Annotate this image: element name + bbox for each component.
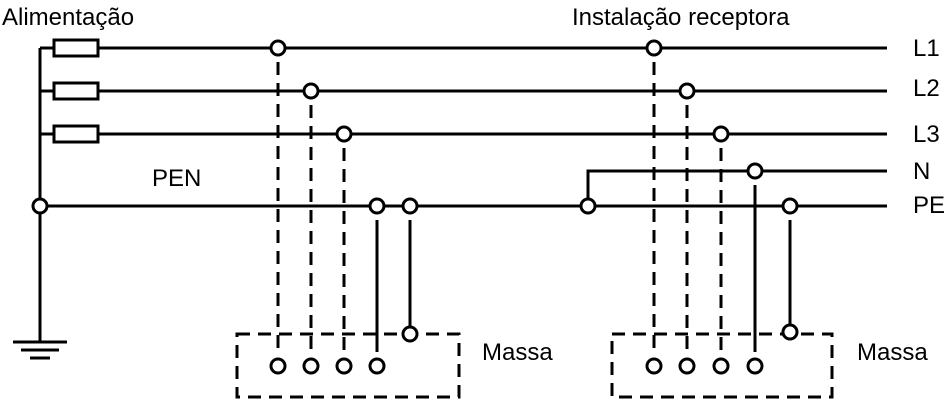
right-terminal-l2 [678, 357, 696, 375]
right-node-l3 [712, 125, 730, 143]
receiver-label: Instalação receptora [572, 4, 790, 31]
right-node-l1 [645, 39, 663, 57]
supply-label: Alimentação [2, 4, 134, 31]
right-node-n [746, 162, 764, 180]
pen-label: PEN [152, 165, 201, 192]
split-node-pen [579, 197, 597, 215]
pen-source-node [31, 197, 49, 215]
right-terminal-l3 [712, 357, 730, 375]
right-terminal-n [746, 357, 764, 375]
pe-label: PE [913, 192, 945, 219]
mass-left-enclosure [235, 332, 461, 399]
left-terminal-pen [368, 357, 386, 375]
fuse-l2 [40, 81, 100, 101]
left-node-pen-a [368, 197, 386, 215]
earth-symbol [13, 340, 67, 360]
right-node-l2 [678, 82, 696, 100]
l3-label: L3 [913, 121, 940, 148]
fuse-l1 [40, 38, 100, 58]
l1-label: L1 [913, 35, 940, 62]
fuse-l3 [40, 124, 100, 144]
right-node-pe [781, 197, 799, 215]
mass-right-label: Massa [857, 339, 928, 366]
left-terminal-l3 [335, 357, 353, 375]
left-node-pen-b [401, 197, 419, 215]
left-node-l1 [269, 39, 287, 57]
right-mass-connection [781, 323, 799, 341]
l2-label: L2 [913, 75, 940, 102]
n-wire [586, 169, 887, 206]
right-terminal-l1 [645, 357, 663, 375]
mass-left-label: Massa [482, 339, 553, 366]
left-terminal-l2 [302, 357, 320, 375]
left-terminal-l1 [269, 357, 287, 375]
left-mass-connection [401, 325, 419, 343]
n-label: N [913, 158, 930, 185]
mass-right-enclosure [610, 332, 834, 399]
left-node-l3 [335, 125, 353, 143]
left-node-l2 [302, 82, 320, 100]
